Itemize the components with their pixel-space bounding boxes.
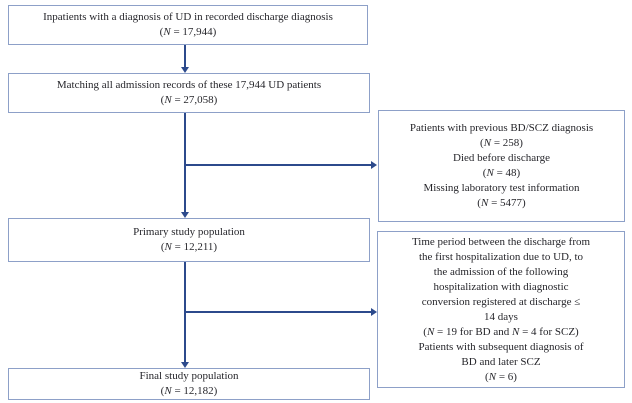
- box-inpatients-ud-diagnosis: Inpatients with a diagnosis of UD in rec…: [8, 5, 368, 45]
- text-line: conversion registered at discharge ≤: [421, 295, 581, 308]
- arrow-down-icon: [181, 212, 189, 218]
- text-line: the admission of the following: [433, 265, 569, 278]
- text-line: hospitalization with diagnostic: [433, 280, 569, 293]
- box-exclusions-before-primary: Patients with previous BD/SCZ diagnosis (…: [378, 110, 625, 222]
- connector-box1-to-box2: [184, 45, 186, 68]
- text-line: (N = 5477): [477, 197, 526, 209]
- arrow-down-icon: [181, 67, 189, 73]
- text-line: (N = 48): [482, 167, 521, 179]
- text-line: BD and later SCZ: [461, 355, 541, 368]
- text-line: Primary study population: [133, 226, 245, 238]
- text-line: 14 days: [484, 310, 518, 323]
- arrow-right-icon: [371, 161, 377, 169]
- text-line: Missing laboratory test information: [423, 182, 580, 194]
- text-line: Matching all admission records of these …: [56, 79, 322, 91]
- text-line: Inpatients with a diagnosis of UD in rec…: [43, 11, 333, 23]
- box-exclusions-before-final: Time period between the discharge from th…: [377, 231, 625, 388]
- text-line: Died before discharge: [453, 152, 550, 164]
- text-line: (N = 258): [480, 137, 523, 149]
- text-line: (N = 27,058): [160, 94, 218, 106]
- text-line: Patients with previous BD/SCZ diagnosis: [409, 122, 594, 134]
- box-final-study-population: Final study population (N = 12,182): [8, 368, 370, 400]
- text-line: the first hospitalization due to UD, to: [418, 250, 584, 263]
- connector-branch-to-exclusion1: [185, 164, 372, 166]
- text-line: (N = 19 for BD and N = 4 for SCZ): [423, 325, 579, 338]
- connector-branch-to-exclusion2: [185, 311, 372, 313]
- box-primary-study-population: Primary study population (N = 12,211): [8, 218, 370, 262]
- arrow-right-icon: [371, 308, 377, 316]
- text-line: Time period between the discharge from: [411, 235, 591, 248]
- text-line: Final study population: [139, 370, 239, 382]
- connector-box3-to-box4: [184, 262, 186, 363]
- connector-box2-to-box3: [184, 113, 186, 213]
- text-line: (N = 6): [485, 370, 517, 383]
- text-line: Patients with subsequent diagnosis of: [418, 340, 584, 353]
- arrow-down-icon: [181, 362, 189, 368]
- text-line: (N = 12,182): [160, 385, 218, 397]
- box-matching-admission-records: Matching all admission records of these …: [8, 73, 370, 113]
- text-line: (N = 17,944): [159, 26, 217, 38]
- text-line: (N = 12,211): [160, 241, 218, 253]
